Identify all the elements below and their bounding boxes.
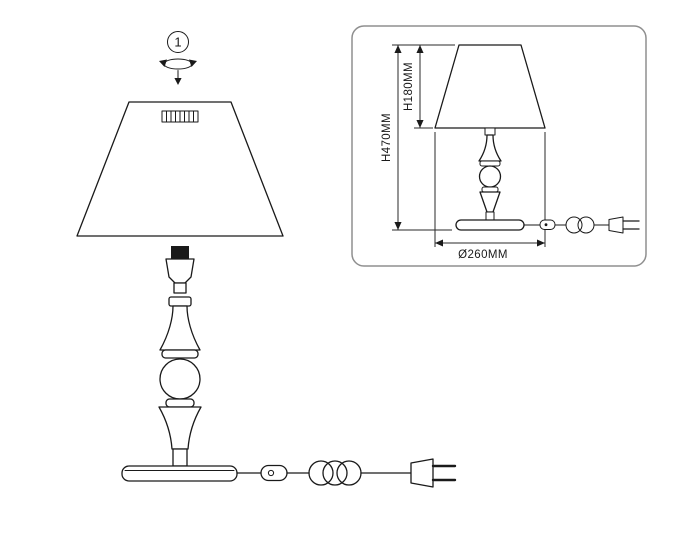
stem-sphere-small (478, 165, 502, 188)
cable-coil (308, 460, 362, 486)
power-cord-assembly-small (523, 216, 640, 234)
socket-thread (171, 246, 189, 259)
stem-collar (168, 296, 192, 307)
stem-neck-small (485, 211, 495, 221)
stem-cone-lower (158, 406, 202, 450)
stem-disc-small (479, 160, 501, 167)
socket-small (484, 127, 496, 136)
power-cord-assembly (236, 458, 457, 488)
stem-disc-lower (165, 398, 195, 408)
assembled-lamp-drawing (434, 44, 640, 234)
total-height-label: H470MM (381, 113, 393, 162)
shade-height-label: H180MM (403, 62, 415, 111)
stem-disc-upper (161, 349, 199, 359)
stem-sphere (159, 358, 201, 400)
stem-cone-small (479, 191, 501, 213)
stem-neck (172, 448, 188, 467)
power-plug-small (608, 216, 624, 234)
lamp-socket (165, 246, 195, 294)
switch-button-small (544, 223, 548, 227)
step-marker: 1 (159, 31, 197, 85)
shade-fitting (161, 110, 199, 123)
rotate-direction-icon (159, 58, 197, 85)
lampshade (76, 101, 284, 237)
exploded-lamp-drawing (76, 101, 457, 488)
socket-cup (165, 258, 195, 284)
dimensions-panel: H470MM H180MM Ø260MM (351, 25, 647, 267)
panel-border (351, 25, 647, 267)
stem-disc-small (481, 186, 499, 193)
lamp-base-small (455, 219, 525, 231)
diameter-label: Ø260MM (458, 249, 508, 261)
lamp-stem (158, 296, 202, 467)
cable-coil-small (565, 216, 595, 234)
stem-vase-upper (159, 305, 201, 351)
switch-button (267, 469, 275, 477)
stem-vase-small (478, 134, 502, 162)
step-number: 1 (174, 35, 181, 50)
step-number-circle (167, 31, 189, 53)
power-plug (410, 458, 457, 488)
socket-neck (173, 282, 187, 294)
lampshade-small (434, 44, 546, 129)
lamp-base (121, 465, 238, 482)
inline-switch-small (539, 219, 556, 230)
